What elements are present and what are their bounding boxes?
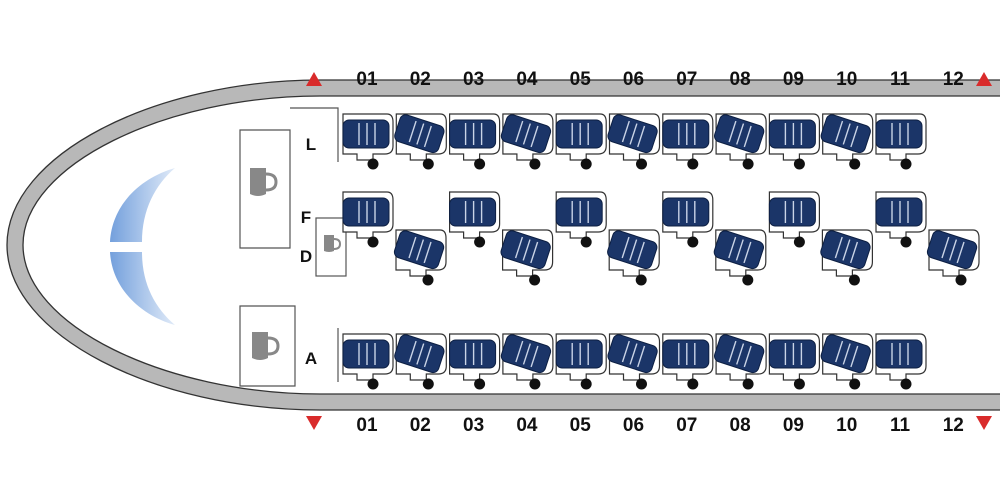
seat-icon[interactable]	[606, 113, 661, 170]
seat-icon[interactable]	[555, 113, 607, 170]
seat-icon[interactable]	[342, 113, 394, 170]
seat-icon[interactable]	[393, 333, 447, 390]
seat-icon[interactable]	[713, 113, 767, 170]
galley-cup-icon	[252, 332, 280, 360]
galley-cup-icon	[250, 168, 278, 196]
seat-icon[interactable]	[449, 191, 501, 248]
seat-icon[interactable]	[768, 191, 821, 248]
seat-icon[interactable]	[875, 333, 927, 390]
seat-icon[interactable]	[768, 113, 821, 170]
row-number: 04	[516, 69, 538, 90]
exit-arrows	[306, 72, 992, 430]
row-number: 01	[356, 415, 378, 436]
exit-arrow-icon	[306, 416, 322, 430]
fuselage	[6, 79, 1000, 411]
seats	[342, 113, 980, 390]
row-numbers-bottom: 01 02 03 04 05 06 07 08 09 10 11 12	[356, 415, 963, 436]
row-number: 08	[730, 69, 751, 90]
row-number: 09	[783, 69, 804, 90]
row-number: 11	[890, 69, 911, 90]
galley-area	[239, 107, 347, 387]
row-number: 05	[570, 415, 592, 436]
seat-icon[interactable]	[820, 113, 874, 170]
exit-arrow-icon	[976, 72, 992, 86]
seat-icon[interactable]	[662, 333, 714, 390]
column-label-l: L	[306, 135, 316, 154]
exit-arrow-icon	[306, 72, 322, 86]
row-number: 08	[730, 415, 751, 436]
column-label-d: D	[300, 247, 312, 266]
row-number: 07	[676, 69, 697, 90]
row-number: 10	[836, 415, 857, 436]
seat-icon[interactable]	[662, 113, 714, 170]
seat-icon[interactable]	[819, 229, 874, 286]
seat-icon[interactable]	[555, 333, 607, 390]
galley-cup-icon	[324, 235, 342, 252]
seat-icon[interactable]	[449, 333, 501, 390]
seat-icon[interactable]	[393, 113, 447, 170]
row-number: 03	[463, 415, 484, 436]
seat-icon[interactable]	[926, 229, 980, 286]
seat-icon[interactable]	[713, 333, 767, 390]
row-number: 10	[836, 69, 857, 90]
seat-icon[interactable]	[342, 191, 394, 248]
column-label-f: F	[301, 208, 311, 227]
row-number: 07	[676, 415, 697, 436]
seat-icon[interactable]	[500, 333, 554, 390]
row-numbers-top: 01 02 03 04 05 06 07 08 09 10 11 12	[356, 69, 963, 90]
seat-icon[interactable]	[342, 333, 394, 390]
row-number: 04	[516, 415, 538, 436]
seat-icon[interactable]	[662, 191, 714, 248]
seat-icon[interactable]	[606, 229, 660, 286]
row-number: 09	[783, 415, 804, 436]
row-number: 01	[356, 69, 378, 90]
row-number: 03	[463, 69, 484, 90]
seat-icon[interactable]	[713, 229, 767, 286]
row-number: 05	[570, 69, 592, 90]
seat-icon[interactable]	[449, 113, 501, 170]
seat-icon[interactable]	[393, 229, 447, 286]
seat-icon[interactable]	[500, 113, 554, 170]
seat-icon[interactable]	[820, 333, 874, 390]
row-number: 12	[943, 415, 964, 436]
seat-icon[interactable]	[606, 333, 661, 390]
seat-icon[interactable]	[875, 191, 927, 248]
exit-arrow-icon	[976, 416, 992, 430]
row-number: 06	[623, 69, 644, 90]
seat-icon[interactable]	[768, 333, 821, 390]
seat-icon[interactable]	[875, 113, 927, 170]
row-number: 12	[943, 69, 964, 90]
seat-icon[interactable]	[555, 191, 607, 248]
row-number: 06	[623, 415, 644, 436]
column-label-a: A	[305, 349, 317, 368]
seat-icon[interactable]	[499, 229, 554, 286]
row-number: 11	[890, 415, 911, 436]
row-number: 02	[410, 69, 431, 90]
row-number: 02	[410, 415, 431, 436]
cockpit-window	[110, 168, 175, 325]
